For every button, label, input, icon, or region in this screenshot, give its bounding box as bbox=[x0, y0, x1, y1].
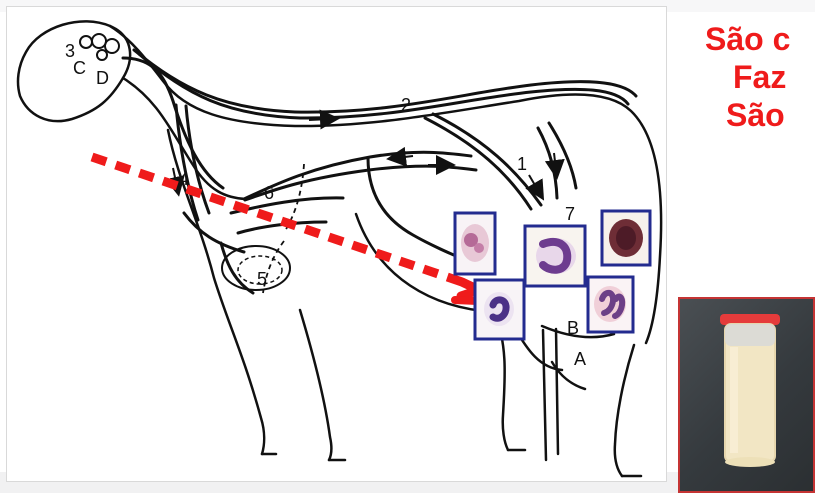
head-curls bbox=[80, 34, 119, 60]
label-a: A bbox=[574, 349, 586, 369]
cell-panel-2 bbox=[525, 226, 585, 286]
milk-sample-photo bbox=[678, 297, 815, 493]
label-7: 7 bbox=[565, 204, 575, 224]
label-6: 6 bbox=[264, 183, 274, 203]
label-b: B bbox=[567, 318, 579, 338]
red-dashed-arrow-icon bbox=[92, 157, 500, 302]
label-d: D bbox=[96, 68, 109, 88]
cow-udder-diagram: 3 C D 2 1 4 6 7 5 B A bbox=[8, 8, 667, 482]
lymph-node-5 bbox=[222, 246, 290, 290]
headline-line-2: Faz bbox=[705, 58, 815, 96]
headline-line-1: São c bbox=[705, 20, 815, 58]
cell-panel-5 bbox=[588, 277, 633, 332]
cell-panel-4 bbox=[475, 280, 524, 339]
cell-panel-3 bbox=[602, 211, 650, 265]
cell-panel-1 bbox=[455, 213, 495, 274]
headline-line-3: São bbox=[705, 96, 815, 134]
milk-sample-jar-icon bbox=[680, 299, 815, 493]
white-blood-cells bbox=[455, 211, 650, 339]
label-5: 5 bbox=[257, 269, 267, 289]
label-1: 1 bbox=[517, 154, 527, 174]
label-4: 4 bbox=[179, 169, 189, 189]
headline-text: São c Faz São bbox=[705, 20, 815, 190]
label-c: C bbox=[73, 58, 86, 78]
label-2: 2 bbox=[401, 95, 411, 115]
